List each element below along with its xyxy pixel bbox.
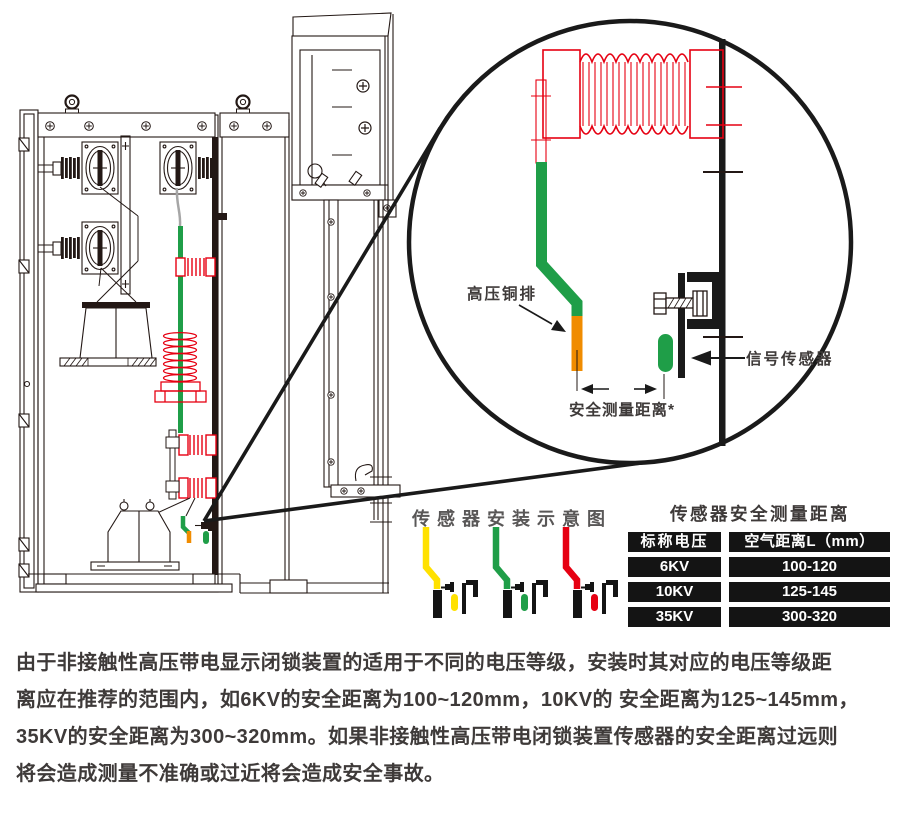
screw-icon (327, 218, 335, 226)
floor-base (28, 573, 389, 594)
lifting-eye-icon (235, 94, 251, 115)
zoom-leader-lines (202, 127, 657, 523)
sensor-assembly (180, 516, 212, 544)
cabinet-main-body (37, 94, 290, 593)
transformer-bottom (90, 499, 180, 571)
screw-icon (299, 189, 307, 197)
sensor-unit-green (492, 527, 548, 618)
circle-wall (719, 39, 726, 446)
table-cell-distance: 100-120 (729, 557, 890, 577)
screw-icon (357, 487, 365, 495)
screw-icon (327, 458, 335, 466)
table-cell-distance: 300-320 (729, 607, 890, 627)
table-header-voltage: 标称电压 (628, 532, 721, 552)
bushing-bottom-left (38, 221, 119, 275)
install-diagram-title: 传感器安装示意图 (411, 508, 612, 529)
circle-sensor-pill (658, 334, 673, 372)
table-cell-voltage: 6KV (628, 557, 721, 577)
busbar-label: 高压铜排 (467, 284, 537, 303)
circle-busbar (536, 162, 583, 317)
safe-distance-label: 安全测量距离* (569, 400, 675, 419)
signal-sensor-label: 信号传感器 (746, 349, 834, 368)
latch-icon (354, 464, 373, 482)
transformer-mid (59, 302, 157, 367)
main-busbar-line (178, 226, 183, 433)
distance-table-grid: 标称电压 空气距离L（mm） 6KV 100-120 10KV 125-145 … (628, 532, 892, 627)
screw-icon (327, 293, 335, 301)
distance-table-title: 传感器安全测量距离 (670, 504, 850, 524)
lifting-eye-icon (64, 94, 80, 115)
description-line: 将会造成测量不准确或过近将会造成安全事故。 (16, 763, 445, 785)
dimension-arrows (581, 384, 657, 394)
top-right-box (291, 12, 397, 218)
circle-bolt (653, 290, 708, 317)
description-text: 由于非接触性高压带电显示闭锁装置的适用于不同的电压等级，安装时其对应的电压等级距… (16, 645, 859, 793)
screw-icon (141, 121, 151, 131)
bushing-right (159, 141, 218, 195)
description-line: 由于非接触性高压带电显示闭锁装置的适用于不同的电压等级，安装时其对应的电压等级距 (16, 652, 832, 674)
inner-wall (212, 137, 218, 575)
connection-wires (96, 186, 182, 303)
sensor-unit-yellow (422, 527, 478, 618)
top-rail (37, 112, 216, 138)
door-panel (323, 199, 401, 593)
table-cell-voltage: 35KV (628, 607, 721, 627)
bushing-top-left (38, 141, 119, 195)
table-header-distance: 空气距离L（mm） (729, 532, 890, 552)
circle-mount-bracket (678, 272, 723, 378)
handle-icon (307, 163, 323, 179)
busbar-label-arrow (518, 304, 566, 332)
screw-icon (262, 121, 272, 131)
technical-diagram: 高压铜排 信号传感器 安全测量距离* 传感器安装示意图 (18, 12, 854, 618)
description-line: 35KV的安全距离为300~320mm。如果非接触性高压带电闭锁装置传感器的安全… (16, 726, 839, 748)
cabinet-left-panel (18, 109, 39, 593)
table-cell-distance: 125-145 (729, 582, 890, 602)
screw-icon (84, 121, 94, 131)
table-cell-voltage: 10KV (628, 582, 721, 602)
circle-bellows (531, 49, 724, 164)
screw-icon (45, 121, 55, 131)
screw-icon (327, 391, 335, 399)
bellows-insulator (154, 331, 207, 403)
coil-element (175, 257, 216, 277)
sensor-unit-red (562, 527, 618, 618)
sensor-label-arrow (691, 350, 745, 366)
screw-icon (363, 189, 371, 197)
zoom-circle-content: 高压铜排 信号传感器 安全测量距离* (467, 39, 834, 446)
gray-cable (175, 187, 182, 227)
zoom-circle (406, 18, 854, 466)
interrupter-assembly (154, 429, 217, 517)
screw-icon (340, 487, 348, 495)
cabinet-drawing (18, 12, 401, 594)
screw-icon (197, 121, 207, 131)
distance-table: 传感器安全测量距离 标称电压 空气距离L（mm） 6KV 100-120 10K… (628, 501, 892, 627)
sensor-install-diagram: 传感器安装示意图 (411, 508, 618, 618)
screw-icon (229, 121, 239, 131)
description-line: 离应在推荐的范围内，如6KV的安全距离为100~120mm，10KV的 安全距离… (16, 689, 859, 711)
